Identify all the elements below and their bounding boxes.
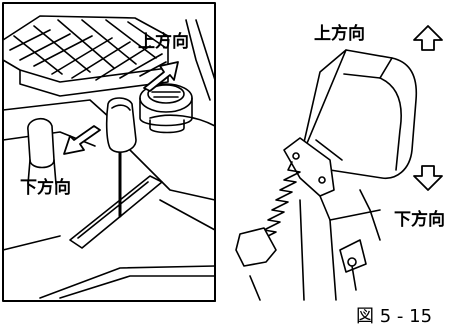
right-down-arrow: [413, 165, 443, 191]
support-spring: [259, 161, 301, 241]
right-up-arrow: [413, 25, 443, 51]
figure-number: 図 5 - 15: [356, 306, 433, 327]
right-panel-illustration: [214, 25, 443, 302]
right-down-label: 下方向: [394, 210, 445, 230]
left-down-label: 下方向: [20, 178, 71, 198]
left-panel-illustration: [2, 2, 216, 302]
left-panel-frame: [2, 2, 216, 302]
left-down-arrow: [63, 125, 101, 155]
seat-cushion: [2, 15, 169, 97]
left-up-arrow: [143, 61, 179, 92]
lower-frame: [235, 189, 381, 301]
left-up-label: 上方向: [138, 32, 189, 52]
secondary-knob: [27, 118, 57, 185]
right-up-label: 上方向: [314, 24, 365, 44]
hinge-bracket: [283, 137, 343, 197]
dial-knob: [139, 83, 193, 134]
shift-lever: [105, 97, 137, 218]
lever-slot: [69, 175, 163, 249]
seat-cover: [299, 49, 418, 179]
